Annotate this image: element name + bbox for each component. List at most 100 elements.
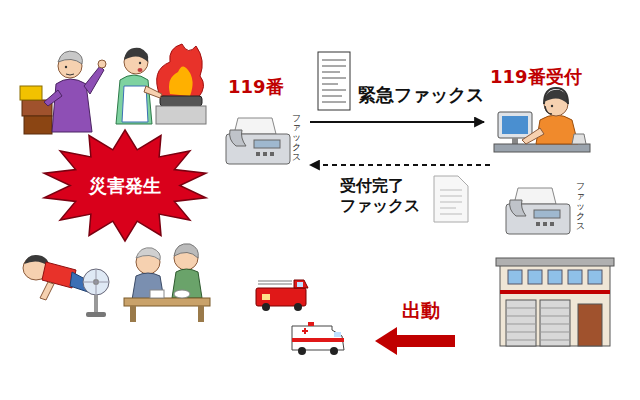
ambulance-icon	[298, 347, 306, 355]
elderly-woman-figure	[84, 66, 104, 94]
cooking-fire-figure	[144, 86, 162, 98]
operator-figure	[502, 116, 528, 134]
operator-figure	[572, 134, 586, 144]
operator-figure	[512, 138, 518, 144]
fax-flow-arrow	[310, 121, 484, 123]
fire-station-building	[496, 258, 614, 266]
ambulance-icon	[308, 322, 314, 326]
fax-machine-icon	[543, 222, 547, 226]
fire-station-building	[568, 270, 582, 284]
device-label: ファックス	[292, 114, 301, 163]
elderly-woman-figure	[20, 86, 42, 100]
fax-document-icon	[318, 52, 350, 110]
edge-label: 緊急ファックス	[358, 84, 508, 107]
fire-station-building	[540, 300, 570, 346]
dispatch-arrow	[375, 327, 397, 355]
fax-machine-icon	[254, 140, 280, 148]
fax-machine-icon	[256, 152, 260, 156]
elderly-couple-figure	[124, 244, 210, 322]
cooking-fire-figure	[160, 96, 202, 106]
elderly-couple-figure	[124, 298, 210, 306]
fire-station-building	[578, 304, 602, 346]
fax-machine-icon	[263, 152, 267, 156]
operator-figure	[494, 144, 590, 152]
fire-station-building	[500, 264, 610, 346]
elderly-woman-figure	[65, 66, 67, 68]
elderly-couple-figure	[132, 273, 164, 300]
operator-figure	[494, 88, 590, 152]
fax-machine-icon	[230, 130, 246, 146]
ambulance-icon	[292, 322, 344, 355]
fire-station-building	[508, 270, 522, 284]
fire-station-building	[496, 258, 614, 346]
fire-station-building	[548, 270, 562, 284]
elderly-woman-figure	[58, 51, 82, 64]
disaster-burst: 災害発生	[40, 128, 210, 243]
elderly-woman-figure	[20, 51, 106, 134]
device-label: ファックス	[576, 182, 585, 231]
child-with-fan-figure	[86, 312, 106, 317]
elderly-woman-figure	[44, 90, 62, 106]
elderly-couple-figure	[130, 306, 136, 322]
fax-flow-arrow	[310, 164, 490, 166]
dispatch-arrow	[375, 327, 455, 355]
child-with-fan-figure	[40, 282, 54, 300]
fire-station-building	[506, 300, 536, 346]
sender-fax-node: 119番ファックス	[222, 76, 308, 167]
child-with-fan-figure	[84, 270, 108, 294]
operator-figure	[544, 88, 568, 104]
dispatch-arrow	[395, 335, 455, 347]
node-heading: 119番受付	[490, 66, 618, 88]
burst-title: 災害発生	[89, 174, 161, 198]
ambulance-icon	[302, 328, 308, 334]
elderly-woman-figure	[66, 74, 74, 75]
reply-document-icon	[434, 176, 468, 222]
ambulance-icon	[292, 338, 344, 342]
node-heading: 119番	[228, 76, 308, 98]
elderly-couple-figure	[198, 306, 204, 322]
elderly-couple-figure	[136, 248, 160, 260]
ambulance-icon	[292, 326, 344, 350]
fax-machine-icon	[270, 152, 274, 156]
fire-truck-icon	[294, 280, 308, 288]
elderly-couple-figure	[174, 290, 190, 298]
fire-station-building	[500, 290, 610, 294]
fax-machine-icon	[226, 118, 290, 164]
fire-station-building	[506, 308, 570, 340]
child-with-fan-figure	[83, 269, 109, 295]
child-with-fan-figure	[23, 255, 109, 317]
fire-station-building	[588, 270, 602, 284]
cooking-fire-figure	[157, 44, 204, 98]
operator-figure	[551, 105, 553, 107]
fire-truck-icon	[294, 303, 302, 311]
edge-label: 受付完了 ファックス	[340, 176, 430, 216]
ambulance-icon	[334, 332, 341, 337]
operator-figure	[545, 106, 552, 114]
reception-node: 119番受付	[486, 66, 618, 154]
fire-truck-icon	[297, 282, 303, 287]
child-with-fan-figure	[94, 295, 98, 313]
fax-document-icon	[318, 52, 350, 110]
elderly-couple-figure	[172, 269, 202, 298]
receiver-fax-node: ファックス	[492, 158, 592, 239]
elderly-couple-figure	[174, 244, 198, 258]
cooking-fire-figure	[116, 44, 206, 124]
reply-document-icon	[440, 190, 462, 214]
burst-outline	[44, 130, 206, 241]
cooking-fire-figure	[169, 66, 193, 96]
elderly-woman-figure	[98, 60, 106, 68]
ambulance-icon	[330, 347, 338, 355]
operator-figure	[536, 115, 578, 144]
fire-truck-icon	[256, 280, 308, 311]
fax-machine-icon	[536, 222, 540, 226]
operator-figure	[522, 128, 544, 144]
operator-figure	[498, 112, 532, 138]
cooking-fire-figure	[116, 75, 152, 124]
fax-machine-icon	[550, 222, 554, 226]
child-with-fan-figure	[24, 255, 48, 266]
cooking-fire-figure	[138, 68, 143, 72]
dispatch-label: 出動	[402, 298, 440, 324]
fax-document-icon	[322, 60, 346, 102]
fax-machine-icon	[534, 210, 560, 218]
